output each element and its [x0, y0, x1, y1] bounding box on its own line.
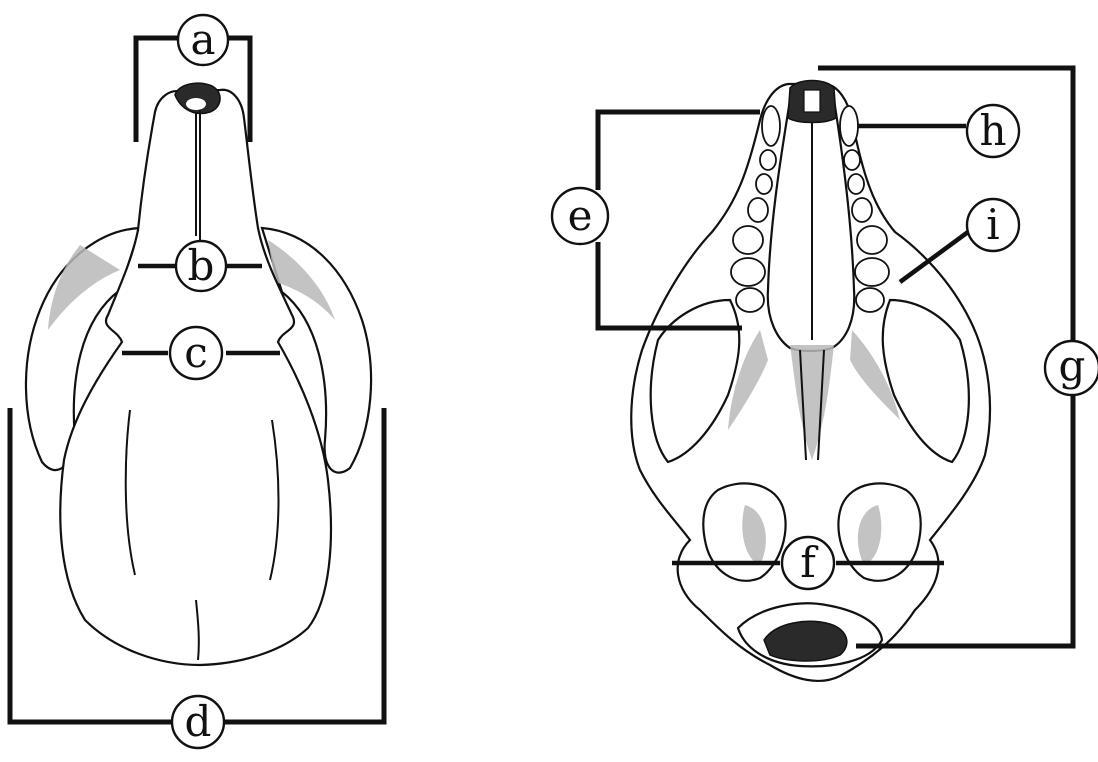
label-b: b: [176, 241, 226, 291]
label-b-text: b: [188, 241, 215, 290]
skull-ventral-view: [631, 81, 990, 681]
label-c: c: [170, 327, 222, 379]
label-d-text: d: [185, 697, 212, 746]
label-i: i: [967, 199, 1019, 251]
label-a: a: [178, 15, 228, 65]
label-c-text: c: [184, 328, 208, 377]
label-h-text: h: [979, 106, 1006, 155]
label-a-text: a: [190, 15, 215, 64]
label-f: f: [782, 537, 834, 589]
label-e-text: e: [568, 191, 593, 240]
label-g-text: g: [1059, 341, 1086, 390]
label-e: e: [552, 188, 608, 244]
label-i-text: i: [986, 200, 999, 249]
label-g: g: [1045, 341, 1098, 395]
label-h: h: [967, 105, 1019, 157]
label-d: d: [172, 696, 224, 748]
